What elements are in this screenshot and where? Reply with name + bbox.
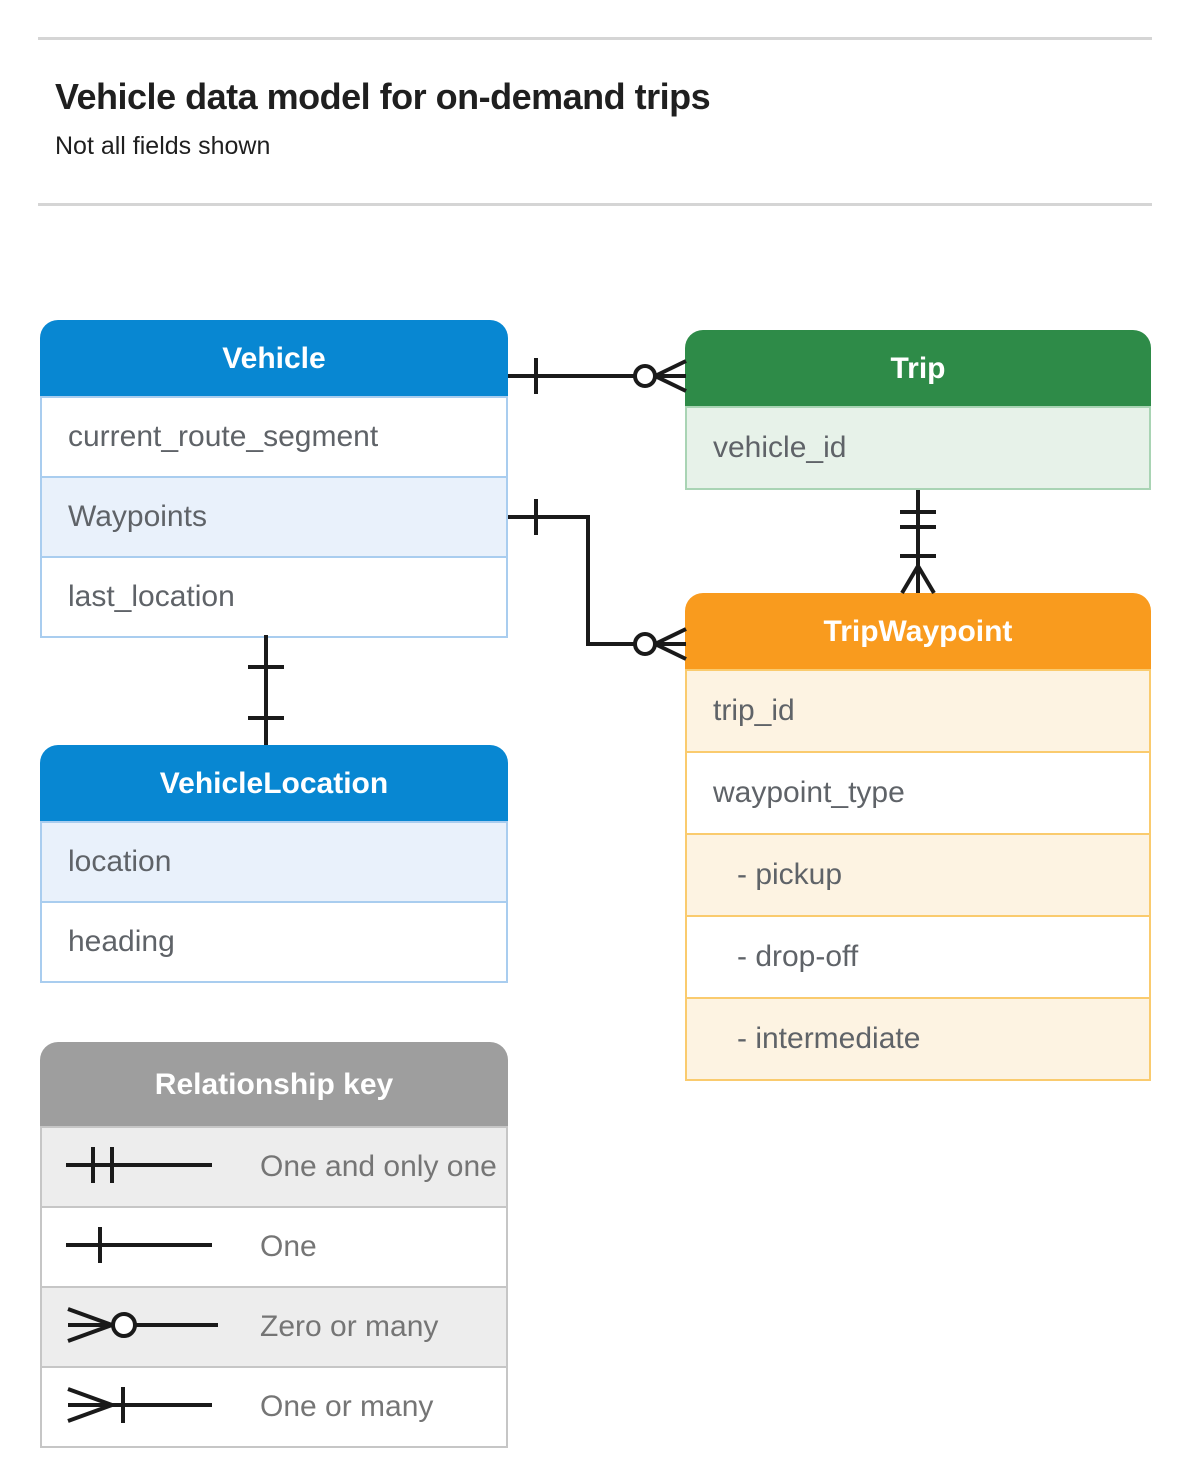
legend-label: One and only one: [260, 1150, 497, 1183]
relationship-key-title: Relationship key: [40, 1042, 508, 1128]
entity-vehicle-location: VehicleLocation location heading: [40, 745, 508, 983]
zero-or-many-icon: [42, 1300, 260, 1355]
legend-label: Zero or many: [260, 1310, 439, 1343]
page-title: Vehicle data model for on-demand trips: [55, 76, 711, 117]
field-waypoint-type-drop-off: - drop-off: [685, 915, 1151, 999]
one-and-only-one-icon: [42, 1140, 260, 1195]
legend-label: One: [260, 1230, 317, 1263]
entity-vehicle-title: Vehicle: [40, 320, 508, 398]
page-subtitle: Not all fields shown: [55, 132, 271, 160]
field-heading: heading: [40, 901, 508, 983]
field-location: location: [40, 821, 508, 903]
legend-item-one-and-only-one: One and only one: [40, 1126, 508, 1208]
legend-label: One or many: [260, 1390, 434, 1423]
entity-trip-waypoint-title: TripWaypoint: [685, 593, 1151, 671]
entity-vehicle: Vehicle current_route_segment Waypoints …: [40, 320, 508, 638]
field-waypoint-type-pickup: - pickup: [685, 833, 1151, 917]
entity-trip-waypoint: TripWaypoint trip_id waypoint_type - pic…: [685, 593, 1151, 1081]
entity-trip-title: Trip: [685, 330, 1151, 408]
field-waypoints: Waypoints: [40, 476, 508, 558]
connector-trip-tripwaypoint: [900, 490, 936, 595]
field-vehicle-id: vehicle_id: [685, 406, 1151, 490]
field-current-route-segment: current_route_segment: [40, 396, 508, 478]
field-last-location: last_location: [40, 556, 508, 638]
connector-vehicle-vehiclelocation: [248, 635, 284, 745]
connector-vehicle-trip: [508, 358, 687, 394]
legend-item-one-or-many: One or many: [40, 1366, 508, 1448]
top-divider: [38, 37, 1152, 40]
connector-waypoints-tripwaypoint: [508, 499, 687, 661]
field-trip-id: trip_id: [685, 669, 1151, 753]
relationship-key: Relationship key One and only one One: [40, 1042, 508, 1448]
field-waypoint-type-intermediate: - intermediate: [685, 997, 1151, 1081]
entity-trip: Trip vehicle_id: [685, 330, 1151, 490]
legend-item-one: One: [40, 1206, 508, 1288]
legend-item-zero-or-many: Zero or many: [40, 1286, 508, 1368]
one-or-many-icon: [42, 1380, 260, 1435]
field-waypoint-type: waypoint_type: [685, 751, 1151, 835]
header-divider: [38, 203, 1152, 206]
one-icon: [42, 1220, 260, 1275]
entity-vehicle-location-title: VehicleLocation: [40, 745, 508, 823]
